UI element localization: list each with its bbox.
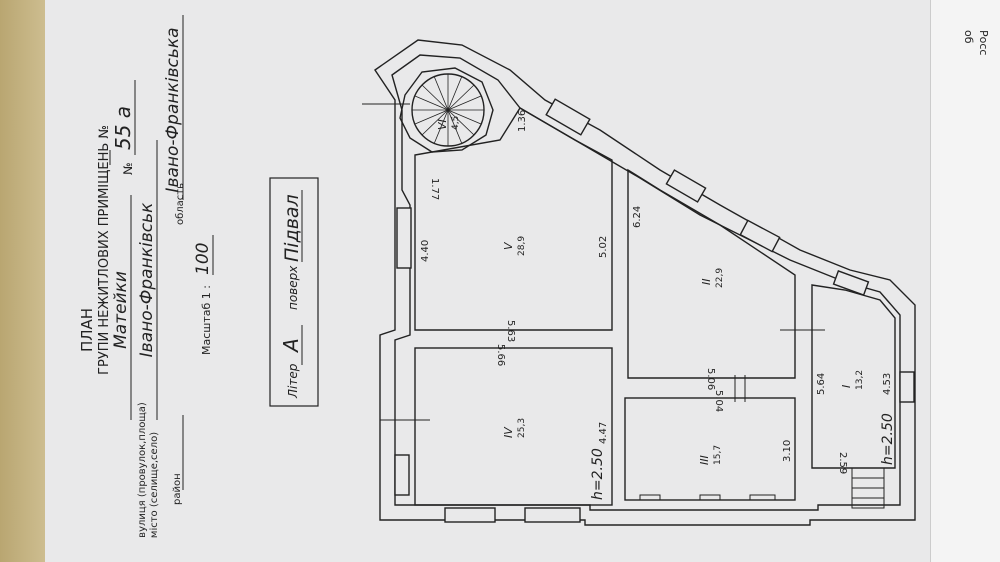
second-sheet	[930, 0, 1000, 562]
room-v-id: V	[502, 241, 515, 250]
entry-steps	[851, 467, 885, 509]
city-value: Івано-Франківськ	[137, 202, 157, 357]
room-iii-walls	[624, 397, 796, 501]
window-4	[739, 219, 781, 253]
floor-value: Підвал	[281, 194, 303, 262]
room-i-area: 13,2	[855, 370, 865, 390]
dim-259: 2.59	[837, 452, 848, 474]
room-labels: V 28,9 IV 25,3 II 22,9 III 15,7 I 13,2 V…	[436, 116, 865, 465]
room-iv-id: IV	[502, 426, 515, 438]
room-i-id: I	[840, 385, 853, 388]
liter-stamp: Літер А поверх Підвал	[269, 177, 319, 407]
dim-563: 5.63	[505, 320, 516, 342]
scale-value: 100	[193, 243, 213, 275]
window-7	[444, 507, 496, 523]
liter-label: Літер	[286, 363, 300, 399]
h-left: h=2.50	[590, 448, 606, 500]
room-iii-id: III	[698, 455, 711, 465]
room-vi-area: 4,5	[451, 116, 461, 130]
room-vi-id: VI	[436, 119, 449, 130]
inner-wall-outline	[391, 54, 901, 511]
stair-tower	[399, 67, 494, 153]
window-6	[899, 371, 915, 403]
room-ii-id: II	[700, 279, 713, 286]
dim-566: 5.66	[495, 344, 506, 366]
dim-stair-1: 1.36	[517, 110, 528, 132]
region-value: Івано-Франківська	[163, 27, 183, 192]
dimension-labels: 1.36 1.77 4.40 5.02 5.63 5.66 4.47 h=2.5…	[420, 110, 896, 500]
stair-treads	[412, 74, 484, 146]
outer-wall	[374, 39, 916, 526]
second-sheet-text-1: Росс	[977, 30, 990, 55]
street-value: Матейки	[111, 271, 131, 349]
window-2	[545, 98, 591, 136]
city-label: місто (селище,село)	[148, 432, 160, 538]
room-ii-area: 22,9	[715, 268, 725, 288]
room-v-area: 28,9	[517, 236, 527, 256]
window-8	[524, 507, 581, 523]
room-iv-area: 25,3	[517, 418, 527, 438]
dim-440: 4.40	[420, 240, 431, 262]
room-iv-walls	[414, 347, 613, 506]
street-label: вулиця (провулок,площа)	[137, 402, 148, 538]
room-ii-walls	[627, 168, 796, 379]
dim-453: 4.53	[882, 373, 893, 395]
room-iii-area: 15,7	[713, 445, 723, 465]
window-9	[394, 454, 410, 496]
dim-stair-2: 1.77	[429, 178, 440, 200]
plan-title: ПЛАН	[78, 308, 96, 352]
district-label: район	[172, 473, 183, 505]
floor-plan-drawing	[362, 39, 916, 526]
room-i-walls	[811, 284, 896, 469]
h-right: h=2.50	[880, 413, 896, 465]
dim-564: 5.64	[816, 373, 827, 395]
floor-label: поверх	[286, 265, 300, 310]
plan-subtitle: ГРУПИ НЕЖИТЛОВИХ ПРИМІЩЕНЬ №	[97, 125, 112, 375]
room-v-walls	[414, 107, 613, 331]
window-5	[832, 270, 870, 296]
header-block: ПЛАН ГРУПИ НЕЖИТЛОВИХ ПРИМІЩЕНЬ № Матейк…	[78, 15, 214, 538]
liter-value: А	[279, 338, 303, 354]
scale-label: Масштаб 1 :	[200, 285, 213, 355]
dim-506: 5.06	[705, 368, 716, 390]
region-label: область	[175, 183, 186, 225]
dim-447: 4.47	[598, 422, 609, 444]
window-1	[396, 207, 412, 269]
dim-310: 3.10	[782, 440, 793, 462]
number-value: 55 а	[111, 106, 135, 150]
dim-504: 5.04	[713, 390, 724, 412]
window-3	[665, 169, 707, 203]
number-label: №	[121, 163, 135, 175]
dim-624: 6.24	[632, 206, 643, 228]
dim-502: 5.02	[598, 236, 609, 258]
second-sheet-text-2: об	[962, 30, 975, 44]
